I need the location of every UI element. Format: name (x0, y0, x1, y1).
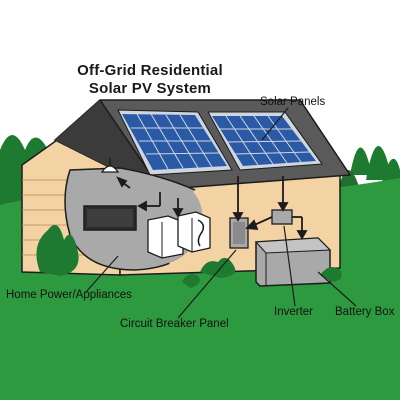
battery-box (254, 237, 332, 287)
label-leaders (85, 107, 357, 319)
label-solar-panels: Solar Panels (260, 96, 326, 108)
solar-panel-right (207, 111, 323, 171)
inverter-unit (271, 209, 293, 225)
wiring-arrows (116, 176, 308, 240)
label-battery-box: Battery Box (335, 306, 395, 318)
solar-panel-left (117, 109, 233, 176)
washer-dryer (147, 211, 211, 259)
circuit-breaker-panel (229, 217, 249, 249)
diagram-title-line-1: Off-Grid Residential (77, 62, 223, 79)
label-home-power: Home Power/Appliances (6, 289, 132, 301)
label-circuit-breaker: Circuit Breaker Panel (120, 318, 229, 330)
label-inverter: Inverter (274, 306, 313, 318)
tv-appliance (83, 205, 137, 231)
diagram-title-line-2: Solar PV System (88, 80, 212, 97)
front-bushes (36, 224, 342, 288)
ceiling-lamp (100, 158, 120, 173)
